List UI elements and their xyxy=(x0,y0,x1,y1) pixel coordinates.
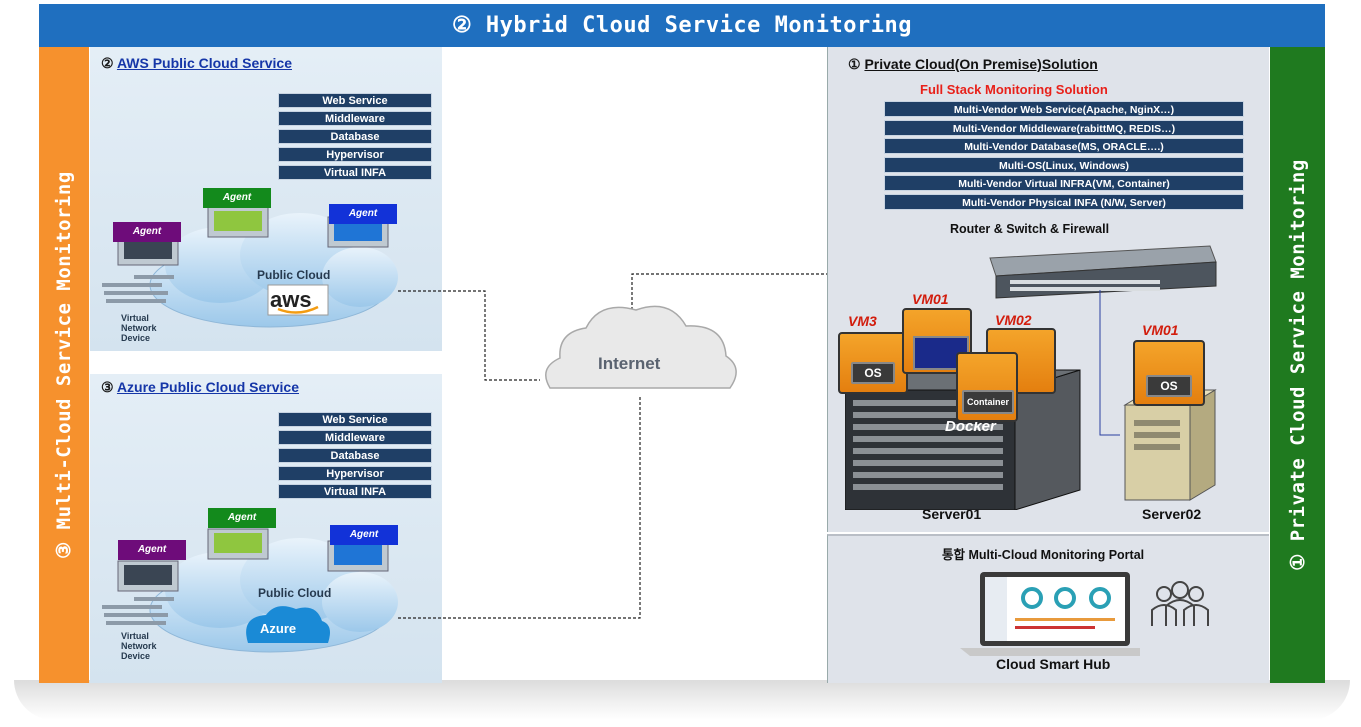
public-cloud-label: Public Cloud xyxy=(258,586,332,600)
agent-monitor-2 xyxy=(207,528,269,560)
agent-badge: Agent xyxy=(118,540,186,560)
aws-stack: Web Service Middleware Database Hypervis… xyxy=(278,93,432,183)
portal-title: 통합 Multi-Cloud Monitoring Portal xyxy=(942,548,1145,562)
agent-badge: Agent xyxy=(208,508,276,528)
private-num: ① xyxy=(848,56,861,72)
aws-stack-item: Web Service xyxy=(278,93,432,108)
agent-badge: Agent xyxy=(113,222,181,242)
vnd-line: Virtual xyxy=(121,313,149,323)
router-switch-icon xyxy=(989,245,1217,299)
container-box: Container xyxy=(962,390,1014,414)
private-stack-item: Multi-Vendor Database(MS, ORACLE….) xyxy=(884,138,1244,154)
vnd-line: Device xyxy=(121,651,151,661)
users-icon xyxy=(1151,581,1209,626)
aws-logo-box xyxy=(267,284,329,316)
os-box: OS xyxy=(1146,375,1192,397)
cloud-smart-hub-label: Cloud Smart Hub xyxy=(996,656,1111,672)
multi-cloud-monitoring-bar: ③ Multi-Cloud Service Monitoring xyxy=(39,47,89,683)
aws-stack-item: Middleware xyxy=(278,111,432,126)
switch-to-server02-line xyxy=(1099,290,1120,436)
private-title: Private Cloud(On Premise)Solution xyxy=(864,56,1098,72)
private-panel-title: ① Private Cloud(On Premise)Solution xyxy=(848,56,1098,73)
agent-badge: Agent xyxy=(329,204,397,224)
vm01-right-label: VM01 xyxy=(1142,322,1179,338)
aws-panel-title: ② AWS Public Cloud Service xyxy=(101,55,292,72)
aws-stack-item: Database xyxy=(278,129,432,144)
private-stack-item: Multi-Vendor Web Service(Apache, NginX…) xyxy=(884,101,1244,117)
azure-stack-item: Web Service xyxy=(278,412,432,427)
virtual-network-device-label: Virtual Network Device xyxy=(121,313,157,343)
laptop-dashboard-icon xyxy=(960,572,1140,656)
agent-badge: Agent xyxy=(203,188,271,208)
vnd-line: Device xyxy=(121,333,151,343)
virtual-network-device-label: Virtual Network Device xyxy=(121,631,157,661)
server01-rack xyxy=(845,369,1081,510)
azure-title-link[interactable]: Azure Public Cloud Service xyxy=(116,379,299,395)
server02-label: Server02 xyxy=(1142,506,1202,522)
public-cloud-label: Public Cloud xyxy=(257,268,331,282)
private-stack: Multi-Vendor Web Service(Apache, NginX…)… xyxy=(884,101,1244,212)
network-device-dots xyxy=(102,275,174,303)
public-cloud-shape xyxy=(149,538,398,653)
network-device-label: Router & Switch & Firewall xyxy=(950,222,1110,236)
vnd-line: Network xyxy=(121,641,157,651)
azure-panel-title: ③ Azure Public Cloud Service xyxy=(101,379,299,396)
private-stack-item: Multi-Vendor Middleware(rabittMQ, REDIS…… xyxy=(884,119,1244,136)
vm01-left-label: VM01 xyxy=(912,291,949,307)
server01-label: Server01 xyxy=(922,506,982,522)
azure-stack-item: Hypervisor xyxy=(278,466,432,481)
vnd-line: Network xyxy=(121,323,157,333)
base-plate xyxy=(14,680,1350,720)
network-device-dots xyxy=(102,597,174,625)
internet-cloud-shape xyxy=(545,305,737,389)
internet-label: Internet xyxy=(598,354,661,373)
azure-stack: Web Service Middleware Database Hypervis… xyxy=(278,412,432,502)
private-cloud-monitoring-bar: ① Private Cloud Service Monitoring xyxy=(1270,47,1325,683)
aws-num: ② xyxy=(101,55,114,71)
multi-cloud-monitoring-label: ③ Multi-Cloud Service Monitoring xyxy=(53,171,75,559)
aws-stack-item: Hypervisor xyxy=(278,147,432,162)
aws-to-internet-line xyxy=(398,290,540,381)
azure-num: ③ xyxy=(101,379,114,395)
private-stack-item: Multi-OS(Linux, Windows) xyxy=(884,156,1244,173)
agent-badge: Agent xyxy=(330,525,398,545)
aws-title-link[interactable]: AWS Public Cloud Service xyxy=(116,55,292,71)
agent-monitor-2 xyxy=(207,206,269,238)
azure-logo-box xyxy=(246,606,330,643)
vm3-label: VM3 xyxy=(848,313,877,329)
azure-stack-item: Middleware xyxy=(278,430,432,445)
aws-stack-item: Virtual INFA xyxy=(278,165,432,180)
azure-to-internet-line xyxy=(398,395,641,619)
full-stack-subtitle: Full Stack Monitoring Solution xyxy=(920,82,1108,97)
vm02-label: VM02 xyxy=(995,312,1032,328)
connection-lines xyxy=(398,273,840,619)
os-box: OS xyxy=(851,362,895,384)
aws-logo: aws xyxy=(270,287,312,312)
server02-tower xyxy=(1123,389,1217,501)
private-stack-item: Multi-Vendor Physical INFA (N/W, Server) xyxy=(884,193,1244,210)
agent-monitor-3 xyxy=(327,540,389,572)
vnd-line: Virtual xyxy=(121,631,149,641)
private-stack-item: Multi-Vendor Virtual INFRA(VM, Container… xyxy=(884,175,1244,191)
page-title: ② Hybrid Cloud Service Monitoring xyxy=(39,4,1325,47)
agent-monitor-1 xyxy=(117,560,179,592)
azure-logo: Azure xyxy=(260,621,297,636)
azure-stack-item: Virtual INFA xyxy=(278,484,432,499)
private-cloud-monitoring-label: ① Private Cloud Service Monitoring xyxy=(1286,159,1309,571)
azure-cloud-graphic xyxy=(102,528,398,653)
azure-stack-item: Database xyxy=(278,448,432,463)
docker-label: Docker xyxy=(945,418,996,435)
